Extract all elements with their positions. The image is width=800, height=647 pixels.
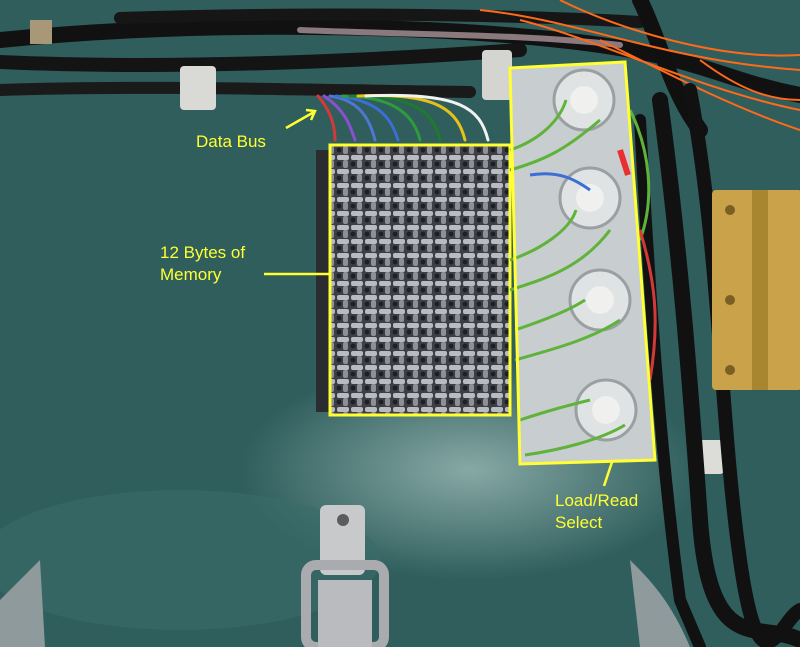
memory-outline <box>328 143 512 417</box>
mount-bracket <box>30 20 52 44</box>
annotation-arrows <box>264 108 614 487</box>
cable-clip <box>180 66 216 110</box>
cable-clip <box>482 50 512 100</box>
corner-bracket <box>0 560 45 647</box>
latch-clasp <box>301 505 389 647</box>
memory-label: 12 Bytes of Memory <box>160 243 246 284</box>
corner-bracket <box>630 560 690 647</box>
cable-bundle-top <box>0 0 800 138</box>
selector-wiring <box>509 99 651 457</box>
orange-wires <box>479 0 800 131</box>
load-read-select-label: Load/Read Select <box>555 491 639 532</box>
selector-panel <box>510 62 655 464</box>
data-bus-wires <box>316 93 490 142</box>
selector-outline <box>508 60 657 466</box>
data-bus-label: Data Bus <box>196 132 266 151</box>
cable-bundle-right <box>634 83 800 647</box>
memory-core-array <box>330 145 510 415</box>
